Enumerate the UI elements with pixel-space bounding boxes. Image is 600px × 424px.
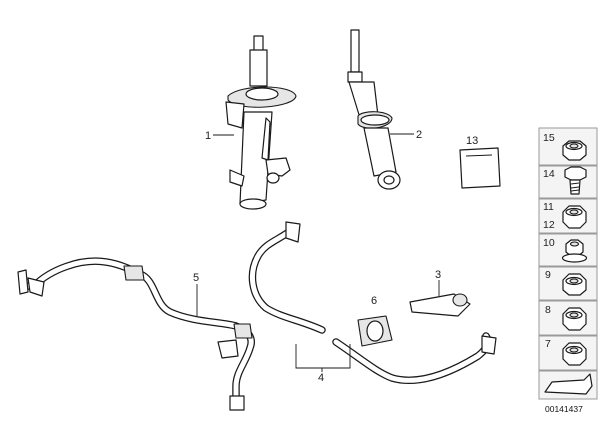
callout-4[interactable]: 4 (318, 372, 324, 384)
document-id: 00141437 (545, 404, 583, 414)
callout-1[interactable]: 1 (205, 130, 211, 142)
link-rod-part-3[interactable] (409, 293, 471, 317)
rubber-mount-part-6[interactable] (357, 315, 393, 347)
leader-bracket-4 (295, 344, 351, 372)
hardware-panel: 15 14 11 12 10 9 8 7 (538, 127, 598, 400)
rear-stabilizer-bar-part-4[interactable] (248, 221, 497, 385)
panel-num-10: 10 (543, 237, 555, 249)
callout-6[interactable]: 6 (371, 295, 377, 307)
rear-shock-absorber-part-2[interactable] (347, 29, 401, 190)
panel-num-7: 7 (545, 338, 551, 350)
panel-num-12: 12 (543, 219, 555, 231)
callout-2[interactable]: 2 (416, 129, 422, 141)
hex-nut-icon (562, 342, 587, 366)
panel-num-15: 15 (543, 132, 555, 144)
front-strut-part-1[interactable] (225, 35, 297, 210)
hex-nut-icon (562, 273, 587, 296)
front-stabilizer-bar-part-5[interactable] (17, 257, 255, 411)
panel-num-8: 8 (545, 304, 551, 316)
callout-3[interactable]: 3 (435, 269, 441, 281)
self-locking-nut-icon (562, 205, 587, 229)
callout-13[interactable]: 13 (466, 135, 478, 147)
hex-bolt-icon (564, 166, 587, 195)
flange-nut-icon (561, 239, 588, 263)
panel-num-11: 11 (543, 201, 554, 213)
arrow-icon (544, 373, 593, 395)
callout-5[interactable]: 5 (193, 272, 199, 284)
hex-nut-icon (562, 307, 587, 331)
collar-nut-icon (562, 140, 587, 161)
label-plate-part-13[interactable] (459, 147, 501, 189)
panel-num-9: 9 (545, 269, 551, 281)
panel-num-14: 14 (543, 168, 555, 180)
